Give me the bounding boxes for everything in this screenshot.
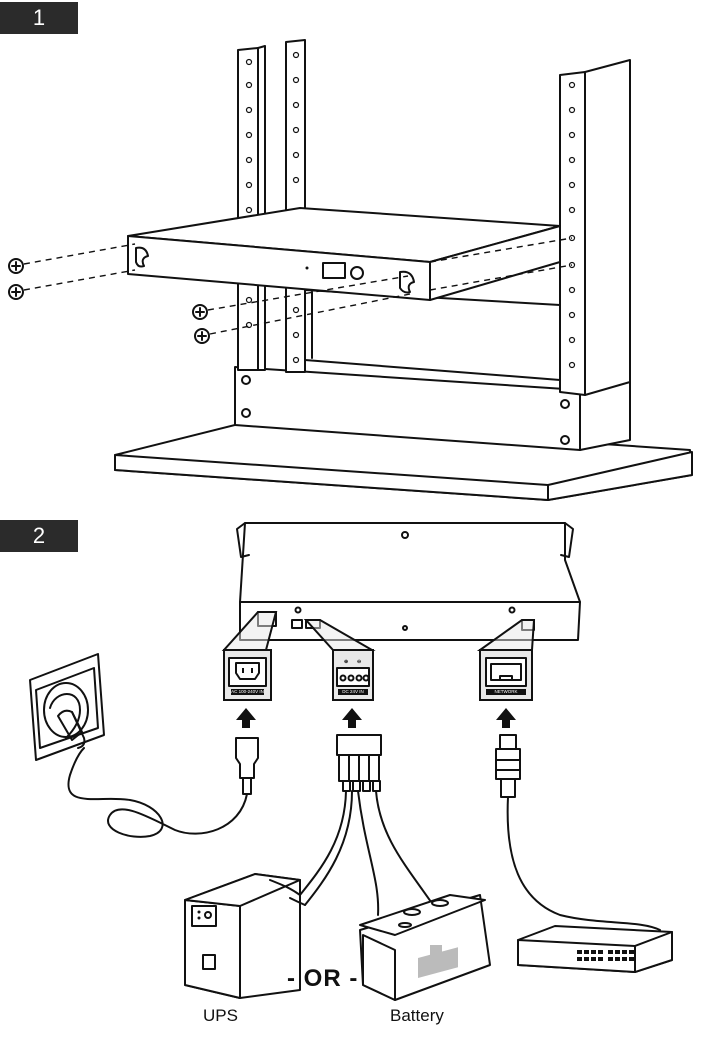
device-rear-view — [221, 522, 581, 651]
ups-label: UPS — [203, 1006, 238, 1025]
arrow-up-icon — [496, 708, 516, 728]
dc-terminal-callout: ⊕ ⊖ — [332, 649, 374, 701]
ac-input-label: AC 100-240V IN — [231, 689, 264, 694]
arrow-up-icon — [236, 708, 256, 728]
ac-power-cable — [67, 747, 248, 838]
dc-wires — [299, 790, 441, 916]
network-port-callout — [479, 649, 533, 701]
rack-right-post — [559, 71, 586, 396]
dc-input-label: DC 24V IN — [342, 689, 364, 694]
rack-left-post-front — [237, 47, 259, 371]
ac-power-plug — [235, 737, 259, 795]
ups-unit — [184, 873, 301, 999]
ups-cable — [269, 879, 301, 896]
or-separator: - OR - — [287, 965, 359, 992]
network-switch — [517, 925, 673, 973]
arrow-up-icon — [342, 708, 362, 728]
dc-terminal-plug — [336, 734, 382, 792]
ac-inlet-callout — [223, 649, 272, 701]
device-rack-mounted — [127, 207, 561, 301]
step-1-badge: 1 — [0, 2, 78, 34]
rack-illustration — [114, 39, 693, 501]
svg-text:⊕: ⊕ — [344, 659, 348, 665]
screw-icon — [194, 328, 210, 344]
connection-arrows — [236, 708, 516, 728]
wall-outlet — [29, 653, 105, 761]
svg-text:⊖: ⊖ — [357, 659, 361, 665]
screw-icon — [8, 284, 24, 300]
screw-icon — [192, 304, 208, 320]
device-body — [239, 522, 581, 603]
battery-unit — [359, 894, 491, 1001]
network-cable — [506, 796, 661, 931]
rj45-plug — [495, 734, 521, 798]
mounting-screws — [8, 237, 573, 344]
step-2-badge: 2 — [0, 520, 78, 552]
screw-icon — [8, 258, 24, 274]
battery-label: Battery — [390, 1006, 444, 1025]
rack-left-post-rear — [285, 39, 306, 373]
network-port-label: NETWORK — [494, 689, 518, 694]
